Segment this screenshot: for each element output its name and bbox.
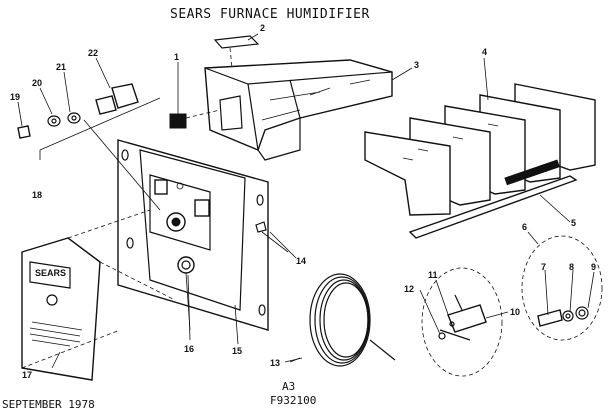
mounting-screw-part bbox=[255, 221, 289, 253]
callout-12: 12 bbox=[404, 284, 414, 294]
saddle-valve-assembly bbox=[421, 267, 503, 377]
callout-1: 1 bbox=[174, 52, 179, 62]
water-pan-part bbox=[204, 59, 393, 161]
cover-brand-badge: SEARS bbox=[35, 268, 66, 278]
callout-22: 22 bbox=[88, 48, 98, 58]
callout-18: 18 bbox=[32, 190, 42, 200]
callout-4: 4 bbox=[482, 47, 487, 57]
callout-2: 2 bbox=[260, 23, 265, 33]
callout-16: 16 bbox=[184, 344, 194, 354]
humidistat-assembly bbox=[17, 83, 161, 211]
callout-20: 20 bbox=[32, 78, 42, 88]
footer-code-line1: A3 bbox=[282, 380, 295, 393]
callout-14: 14 bbox=[296, 256, 306, 266]
plate-rail-part bbox=[408, 159, 578, 239]
callout-8: 8 bbox=[569, 262, 574, 272]
evaporator-plates-part bbox=[364, 83, 596, 216]
callout-15: 15 bbox=[232, 346, 242, 356]
control-knob-part bbox=[166, 212, 195, 331]
diagram-title: SEARS FURNACE HUMIDIFIER bbox=[170, 7, 370, 22]
callout-17: 17 bbox=[22, 370, 32, 380]
pan-clip-part bbox=[213, 35, 260, 69]
callout-11: 11 bbox=[428, 270, 438, 280]
callout-7: 7 bbox=[541, 262, 546, 272]
mounting-plate-part bbox=[117, 139, 269, 331]
callout-labels: 1 2 3 4 5 6 7 8 9 10 11 12 13 14 15 16 1… bbox=[10, 23, 596, 380]
water-tubing-coil-part bbox=[289, 273, 396, 367]
callout-9: 9 bbox=[591, 262, 596, 272]
callout-21: 21 bbox=[56, 62, 66, 72]
callout-leaders bbox=[17, 33, 595, 369]
callout-10: 10 bbox=[510, 307, 520, 317]
callout-3: 3 bbox=[414, 60, 419, 70]
footer-date: SEPTEMBER 1978 bbox=[2, 398, 95, 411]
callout-5: 5 bbox=[571, 218, 576, 228]
valve-kit-assembly bbox=[521, 235, 603, 341]
callout-19: 19 bbox=[10, 92, 20, 102]
callout-6: 6 bbox=[522, 222, 527, 232]
front-cover-part bbox=[21, 209, 176, 381]
footer-code-line2: F932100 bbox=[270, 394, 316, 407]
callout-13: 13 bbox=[270, 358, 280, 368]
